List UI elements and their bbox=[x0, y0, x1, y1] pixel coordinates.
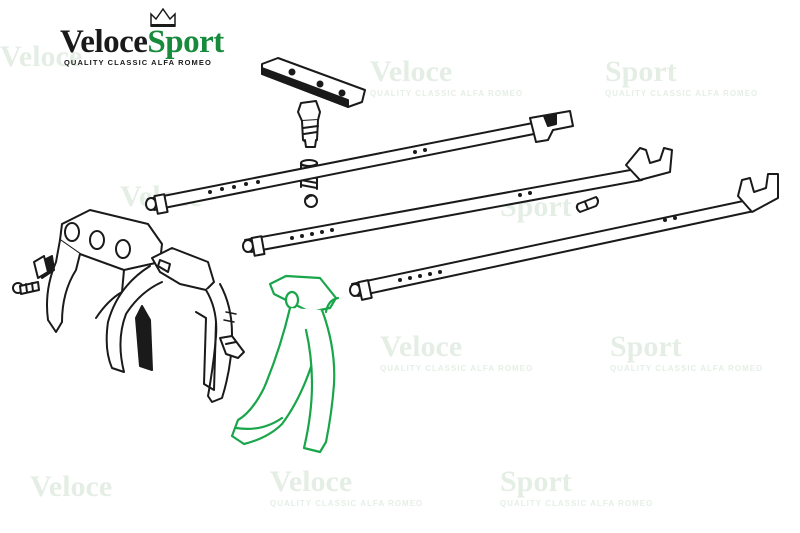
brand-logo[interactable]: VeloceSport QUALITY CLASSIC ALFA ROMEO bbox=[60, 7, 250, 72]
selector-rod-middle[interactable] bbox=[242, 147, 673, 257]
detent-ball[interactable] bbox=[304, 194, 318, 208]
brand-tagline: QUALITY CLASSIC ALFA ROMEO bbox=[64, 58, 212, 67]
selector-rod-top[interactable] bbox=[145, 110, 574, 215]
shift-fork-center[interactable] bbox=[105, 247, 237, 403]
fork-bracket-screw[interactable] bbox=[12, 281, 40, 295]
interlock-plate[interactable] bbox=[261, 57, 366, 108]
selector-rod-bottom[interactable] bbox=[349, 173, 779, 301]
shift-fork-left[interactable] bbox=[33, 209, 163, 333]
interlock-pin[interactable] bbox=[575, 196, 599, 213]
shift-fork-highlighted[interactable] bbox=[230, 274, 340, 454]
plunger-bolt[interactable] bbox=[297, 100, 321, 148]
crown-icon bbox=[150, 7, 176, 27]
brand-name: VeloceSport bbox=[60, 24, 224, 60]
fork-bolt[interactable] bbox=[219, 335, 245, 359]
